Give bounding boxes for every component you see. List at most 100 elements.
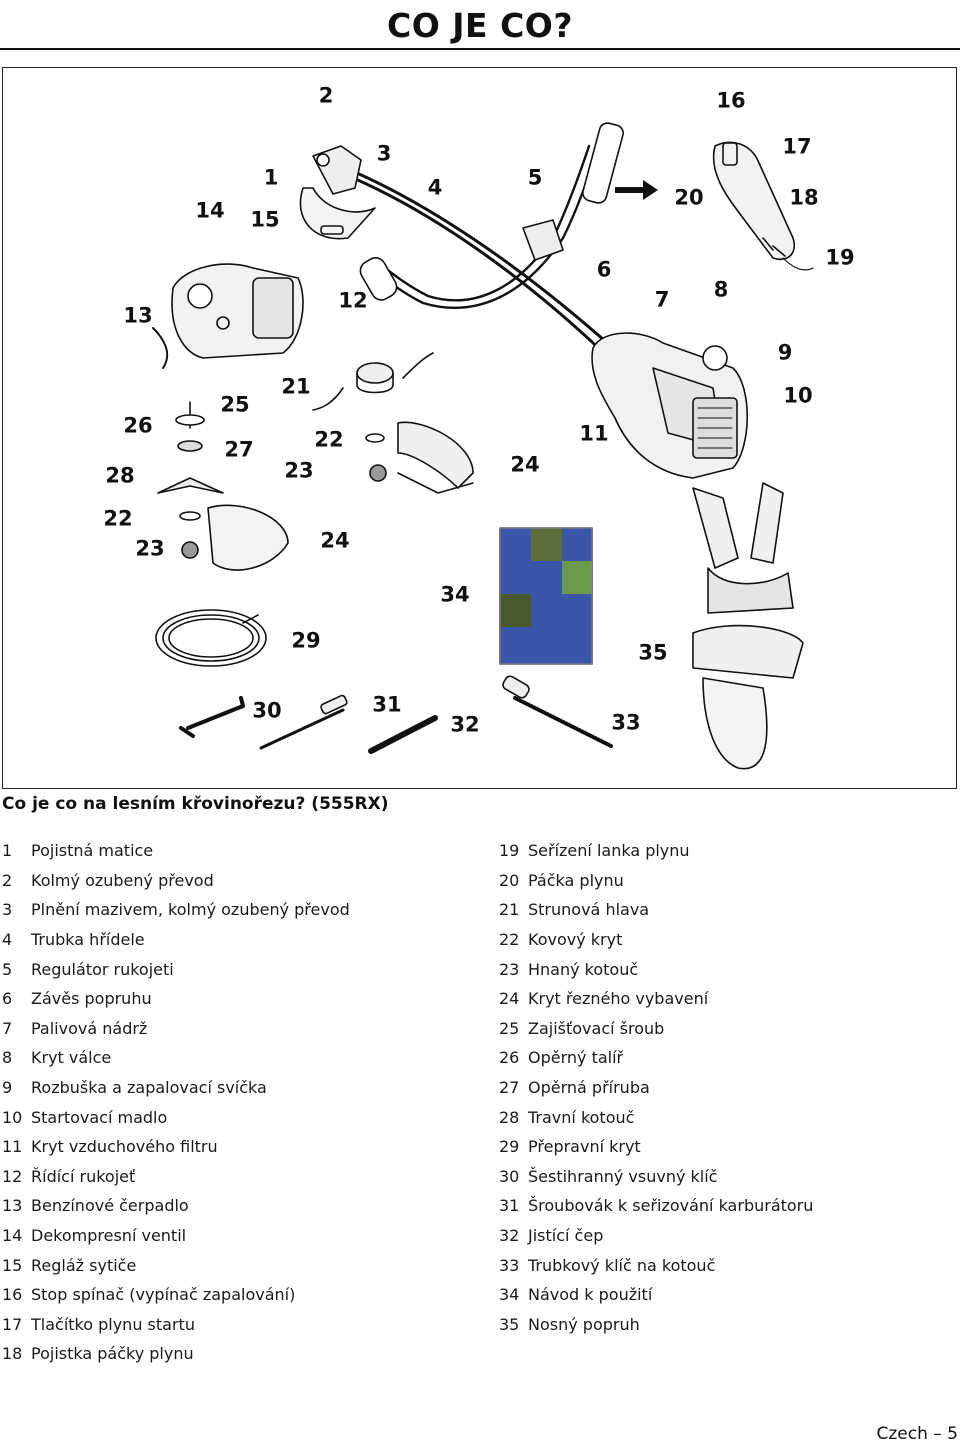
part-label: Trubka hřídele bbox=[31, 930, 145, 950]
part-number: 27 bbox=[499, 1078, 520, 1098]
part-number: 22 bbox=[499, 930, 520, 950]
callout-number: 18 bbox=[789, 185, 819, 210]
transport-guard-drawing bbox=[155, 609, 267, 667]
metal-guard-drawing bbox=[397, 421, 474, 494]
part-list-item: 1 Pojistná matice bbox=[2, 836, 462, 866]
part-list-item: 22 Kovový kryt bbox=[499, 925, 959, 955]
part-number: 20 bbox=[499, 870, 520, 890]
throttle-handle-drawing bbox=[712, 141, 814, 271]
part-label: Páčka plynu bbox=[528, 870, 624, 890]
callout-number: 10 bbox=[783, 383, 813, 408]
part-number: 5 bbox=[2, 959, 13, 979]
callout-number: 11 bbox=[579, 421, 609, 446]
part-number: 24 bbox=[499, 989, 520, 1009]
part-list-item: 11 Kryt vzduchového filtru bbox=[2, 1132, 462, 1162]
part-number: 34 bbox=[499, 1285, 520, 1305]
part-label: Travní kotouč bbox=[528, 1107, 635, 1127]
part-number: 29 bbox=[499, 1137, 520, 1157]
callout-number: 33 bbox=[611, 710, 641, 735]
callout-number: 16 bbox=[716, 88, 746, 113]
part-number: 19 bbox=[499, 841, 520, 861]
part-label: Plnění mazivem, kolmý ozubený převod bbox=[31, 900, 350, 920]
part-label: Trubkový klíč na kotouč bbox=[528, 1255, 716, 1275]
part-number: 21 bbox=[499, 900, 520, 920]
part-number: 9 bbox=[2, 1078, 13, 1098]
part-number: 16 bbox=[2, 1285, 23, 1305]
callout-number: 3 bbox=[376, 141, 392, 166]
part-number: 25 bbox=[499, 1018, 520, 1038]
part-number: 7 bbox=[2, 1018, 13, 1038]
part-label: Rozbuška a zapalovací svíčka bbox=[31, 1078, 267, 1098]
part-label: Řídící rukojeť bbox=[31, 1166, 136, 1186]
part-label: Kovový kryt bbox=[528, 930, 623, 950]
part-list-item: 21 Strunová hlava bbox=[499, 895, 959, 925]
part-number: 8 bbox=[2, 1048, 13, 1068]
handlebar-drawing bbox=[359, 122, 624, 309]
page-footer: Czech – 5 bbox=[876, 1424, 959, 1444]
part-number: 12 bbox=[2, 1166, 23, 1186]
callout-number: 2 bbox=[318, 83, 334, 108]
part-label: Kryt vzduchového filtru bbox=[31, 1137, 218, 1157]
callout-number: 19 bbox=[825, 245, 855, 270]
callout-number: 28 bbox=[105, 463, 135, 488]
callout-number: 30 bbox=[252, 698, 282, 723]
part-number: 13 bbox=[2, 1196, 23, 1216]
part-label: Opěrný talíř bbox=[528, 1048, 624, 1068]
callout-number: 27 bbox=[224, 437, 254, 462]
part-label: Opěrná příruba bbox=[528, 1078, 650, 1098]
header-rule bbox=[0, 48, 960, 50]
diagram-drawing bbox=[152, 122, 814, 770]
callout-number: 25 bbox=[220, 392, 250, 417]
part-list-item: 34 Návod k použití bbox=[499, 1280, 959, 1310]
part-list-item: 9 Rozbuška a zapalovací svíčka bbox=[2, 1073, 462, 1103]
part-label: Stop spínač (vypínač zapalování) bbox=[31, 1285, 296, 1305]
callout-number: 13 bbox=[123, 303, 153, 328]
part-label: Regulátor rukojeti bbox=[31, 959, 174, 979]
part-number: 30 bbox=[499, 1166, 520, 1186]
callout-number: 12 bbox=[338, 288, 368, 313]
part-list-item: 5 Regulátor rukojeti bbox=[2, 954, 462, 984]
part-label: Šestihranný vsuvný klíč bbox=[528, 1166, 718, 1186]
callout-number: 26 bbox=[123, 413, 153, 438]
manual-booklet-drawing bbox=[499, 527, 593, 665]
part-number: 33 bbox=[499, 1255, 520, 1275]
part-label: Závěs popruhu bbox=[31, 989, 152, 1009]
part-list-item: 26 Opěrný talíř bbox=[499, 1043, 959, 1073]
direction-arrow bbox=[615, 180, 658, 200]
part-label: Benzínové čerpadlo bbox=[31, 1196, 189, 1216]
callout-number: 7 bbox=[654, 287, 670, 312]
part-number: 3 bbox=[2, 900, 13, 920]
callout-number: 22 bbox=[103, 506, 133, 531]
shaft-tube bbox=[331, 161, 615, 358]
part-label: Návod k použití bbox=[528, 1285, 653, 1305]
part-number: 1 bbox=[2, 841, 13, 861]
part-list-item: 20 Páčka plynu bbox=[499, 866, 959, 896]
callout-number: 22 bbox=[314, 427, 344, 452]
callout-number: 23 bbox=[135, 536, 165, 561]
part-number: 11 bbox=[2, 1137, 23, 1157]
part-label: Startovací madlo bbox=[31, 1107, 168, 1127]
callout-number: 29 bbox=[291, 628, 321, 653]
part-label: Nosný popruh bbox=[528, 1314, 640, 1334]
tools-drawing bbox=[179, 675, 613, 754]
callout-number: 8 bbox=[713, 277, 729, 302]
part-label: Dekompresní ventil bbox=[31, 1226, 187, 1246]
callout-number: 24 bbox=[510, 452, 540, 477]
part-number: 4 bbox=[2, 930, 13, 950]
part-number: 6 bbox=[2, 989, 13, 1009]
part-label: Pojistná matice bbox=[31, 841, 154, 861]
part-number: 26 bbox=[499, 1048, 520, 1068]
part-label: Strunová hlava bbox=[528, 900, 650, 920]
